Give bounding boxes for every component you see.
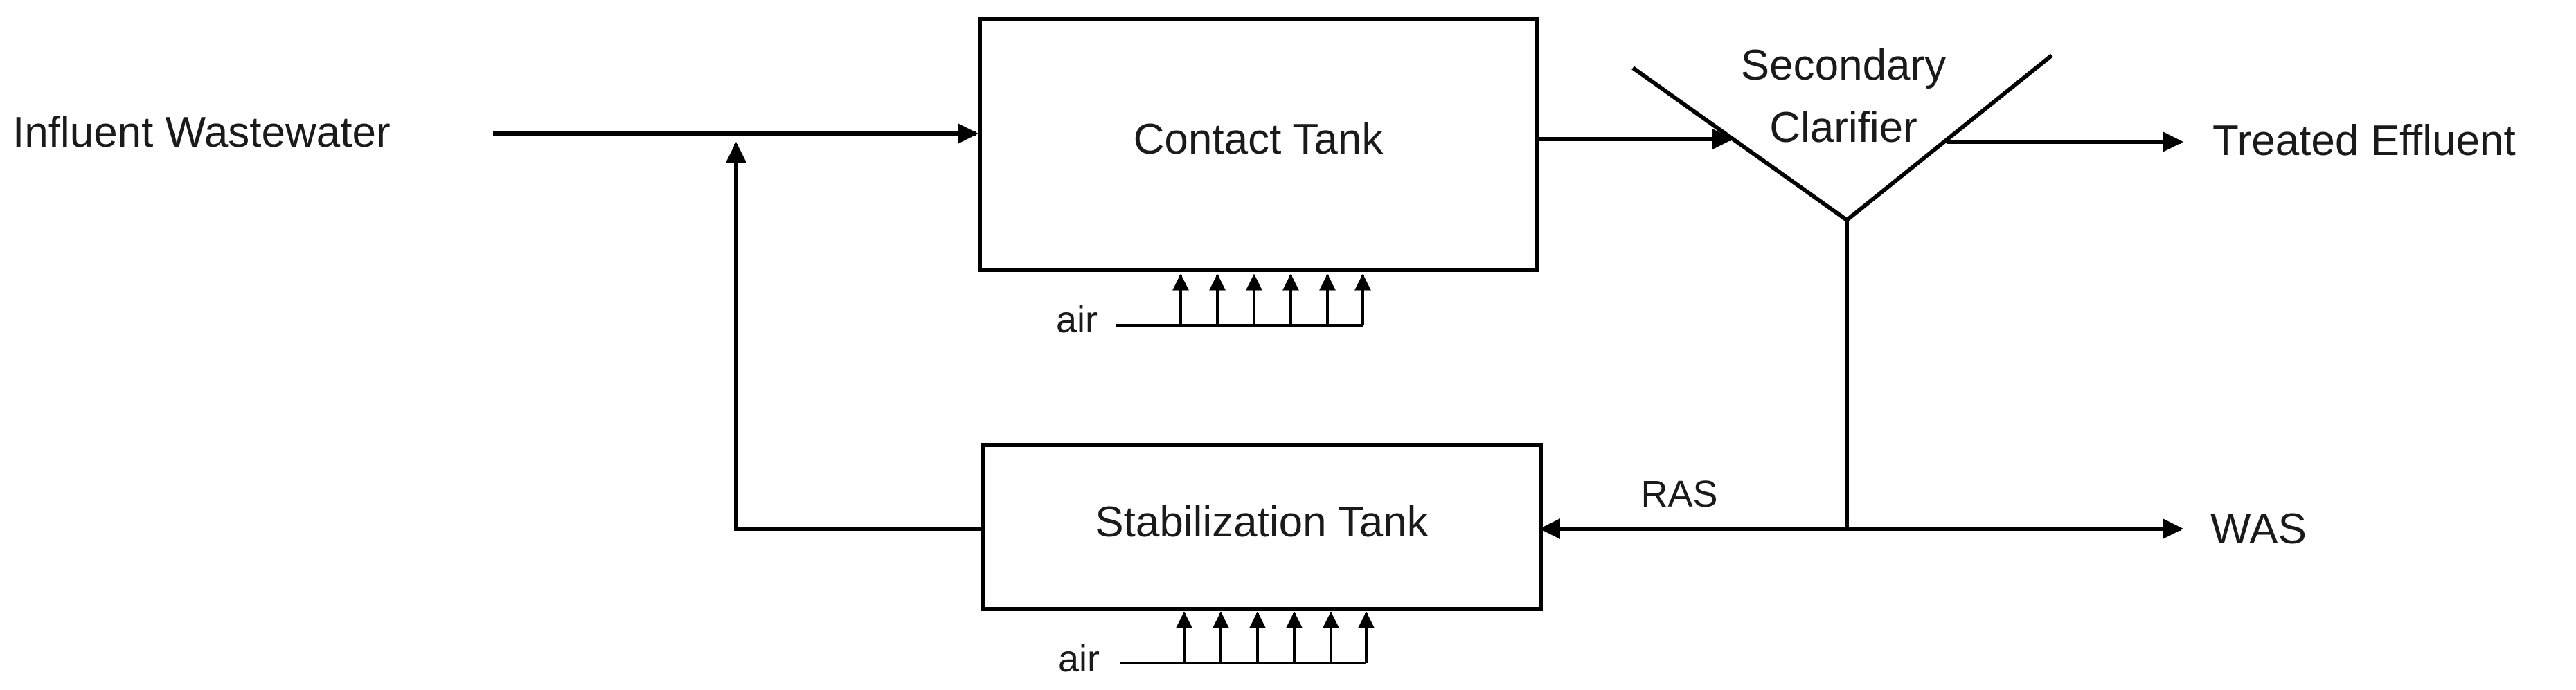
influent-label: Influent Wastewater bbox=[12, 109, 391, 156]
treated-effluent-label: Treated Effluent bbox=[2212, 117, 2516, 165]
stabilization-air-diffuser bbox=[1120, 611, 1375, 664]
clarifier-label-line2: Clarifier bbox=[1769, 104, 1917, 152]
contact-tank-label: Contact Tank bbox=[1134, 116, 1384, 163]
clarifier-label-line1: Secondary bbox=[1741, 42, 1946, 89]
ras-label: RAS bbox=[1640, 473, 1717, 515]
contact-air-label: air bbox=[1056, 299, 1098, 341]
was-label: WAS bbox=[2210, 505, 2307, 553]
stabilization-tank-box bbox=[981, 443, 1543, 611]
contact-tank-box bbox=[978, 17, 1539, 272]
stabilization-tank-label: Stabilization Tank bbox=[1095, 498, 1429, 546]
stabilization-air-label: air bbox=[1058, 638, 1100, 680]
stabilization-recycle-arrow bbox=[726, 142, 983, 531]
contact-air-diffuser bbox=[1116, 273, 1371, 327]
